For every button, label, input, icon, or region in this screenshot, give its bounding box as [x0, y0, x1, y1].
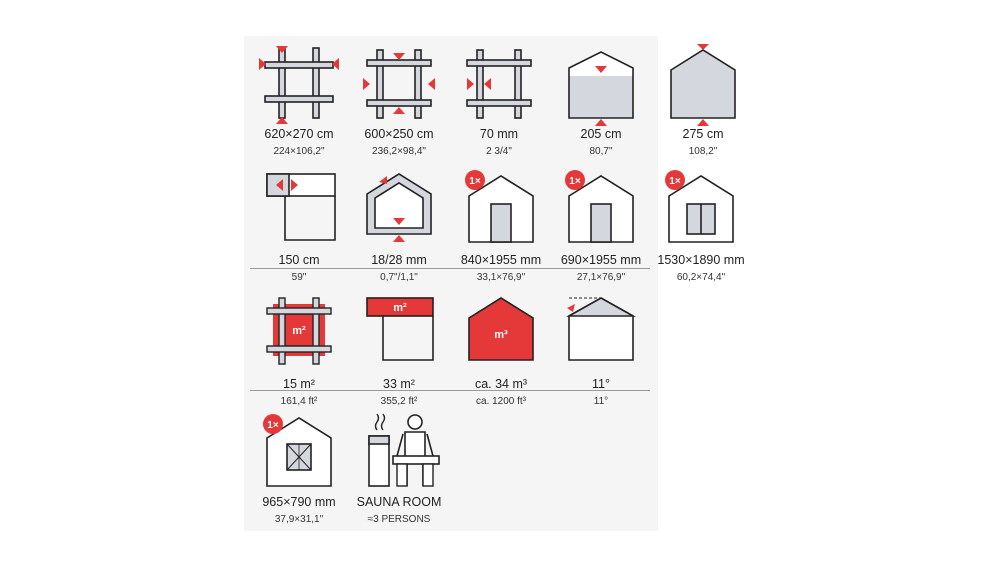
spec-imperial: 108,2": [688, 146, 718, 157]
spec-imperial: 0,7"/1,1": [380, 272, 418, 283]
spec-imperial: 2 3/4": [486, 146, 512, 157]
wall-height-icon: [568, 51, 634, 126]
area-label: m²: [292, 325, 306, 337]
spec-metric: 965×790 mm: [262, 495, 336, 509]
spec-imperial: 80,7": [589, 146, 613, 157]
spec-roof-angle: 11° 11°: [552, 294, 650, 412]
spec-metric: 600×250 cm: [364, 127, 434, 141]
spec-window: 1× 965×790 mm 37,9×31,1": [250, 412, 348, 530]
spec-outer-dimensions: 620×270 cm 224×106,2": [250, 44, 348, 162]
spec-metric: 11°: [592, 377, 610, 391]
spec-door-2: 1× 690×1955 mm 27,1×76,9": [552, 170, 650, 288]
spec-double-door: 1× 1530×1890 mm 60,2×74,4": [652, 170, 750, 288]
sauna-icon: [368, 413, 440, 487]
wall-thickness-icon: [466, 49, 532, 119]
spec-wall-thickness: 70 mm 2 3/4": [450, 44, 548, 162]
spec-imperial: 59": [291, 272, 307, 283]
spec-imperial: 161,4 ft²: [280, 396, 318, 407]
spec-metric: 15 m²: [283, 377, 315, 391]
area-label: m²: [393, 302, 407, 314]
spec-wall-height: 205 cm 80,7": [552, 44, 650, 162]
window-icon: 1×: [263, 414, 332, 487]
spec-imperial: 355,2 ft²: [380, 396, 418, 407]
roof-angle-icon: [565, 297, 637, 361]
volume-label: m³: [494, 329, 508, 341]
spec-roof-area: m² 33 m² 355,2 ft²: [350, 294, 448, 412]
roof-area-icon: m²: [366, 297, 434, 361]
spec-metric: ca. 34 m³: [474, 377, 528, 391]
spec-inner-dimensions: 600×250 cm 236,2×98,4": [350, 44, 448, 162]
spec-imperial: ca. 1200 ft³: [475, 396, 527, 407]
spec-floor-area: m² 15 m² 161,4 ft²: [250, 294, 348, 412]
spec-metric: SAUNA ROOM: [356, 495, 442, 509]
spec-metric: 33 m²: [383, 377, 415, 391]
ridge-height-icon: [670, 44, 736, 126]
badge-label: 1×: [267, 420, 279, 431]
double-door-icon: 1×: [665, 170, 734, 243]
door-icon: 1×: [465, 170, 534, 243]
quantity-badge: [565, 170, 585, 190]
row-divider: [250, 268, 650, 269]
spec-imperial: 11°: [593, 396, 609, 407]
spec-ridge-height: 275 cm 108,2": [654, 44, 752, 162]
spec-metric: 70 mm: [479, 127, 519, 141]
spec-imperial: 224×106,2": [273, 146, 325, 157]
inner-dimensions-icon: [363, 49, 435, 119]
badge-label: 1×: [669, 176, 681, 187]
spec-metric: 1530×1890 mm: [657, 253, 745, 267]
spec-metric: 840×1955 mm: [460, 253, 542, 267]
spec-metric: 150 cm: [278, 253, 320, 267]
spec-volume: m³ ca. 34 m³ ca. 1200 ft³: [452, 294, 550, 412]
spec-metric: 18/28 mm: [371, 253, 427, 267]
spec-imperial: 236,2×98,4": [372, 146, 426, 157]
roof-floor-thickness-icon: [366, 173, 432, 242]
volume-icon: m³: [468, 297, 534, 361]
badge-label: 1×: [569, 176, 581, 187]
spec-sauna: SAUNA ROOM ≈3 PERSONS: [350, 412, 448, 530]
spec-imperial: 27,1×76,9": [576, 272, 626, 283]
roof-overhang-icon: [266, 173, 336, 241]
spec-metric: 275 cm: [682, 127, 724, 141]
outer-dimensions-icon: [259, 46, 339, 124]
quantity-badge: [665, 170, 685, 190]
door-icon: 1×: [565, 170, 634, 243]
spec-imperial: 37,9×31,1": [274, 514, 324, 525]
spec-imperial: 33,1×76,9": [476, 272, 526, 283]
spec-roof-floor-thickness: 18/28 mm 0,7"/1,1": [350, 170, 448, 288]
spec-metric: 620×270 cm: [264, 127, 334, 141]
spec-door-1: 1× 840×1955 mm 33,1×76,9": [452, 170, 550, 288]
spec-metric: 690×1955 mm: [560, 253, 642, 267]
floor-area-icon: m²: [266, 297, 332, 365]
spec-imperial: 60,2×74,4": [676, 272, 726, 283]
spec-metric: 205 cm: [580, 127, 622, 141]
spec-imperial: ≈3 PERSONS: [367, 514, 431, 525]
quantity-badge: [465, 170, 485, 190]
row-divider: [250, 390, 650, 391]
badge-label: 1×: [469, 176, 481, 187]
spec-roof-overhang: 150 cm 59": [250, 170, 348, 288]
quantity-badge: [263, 414, 283, 434]
